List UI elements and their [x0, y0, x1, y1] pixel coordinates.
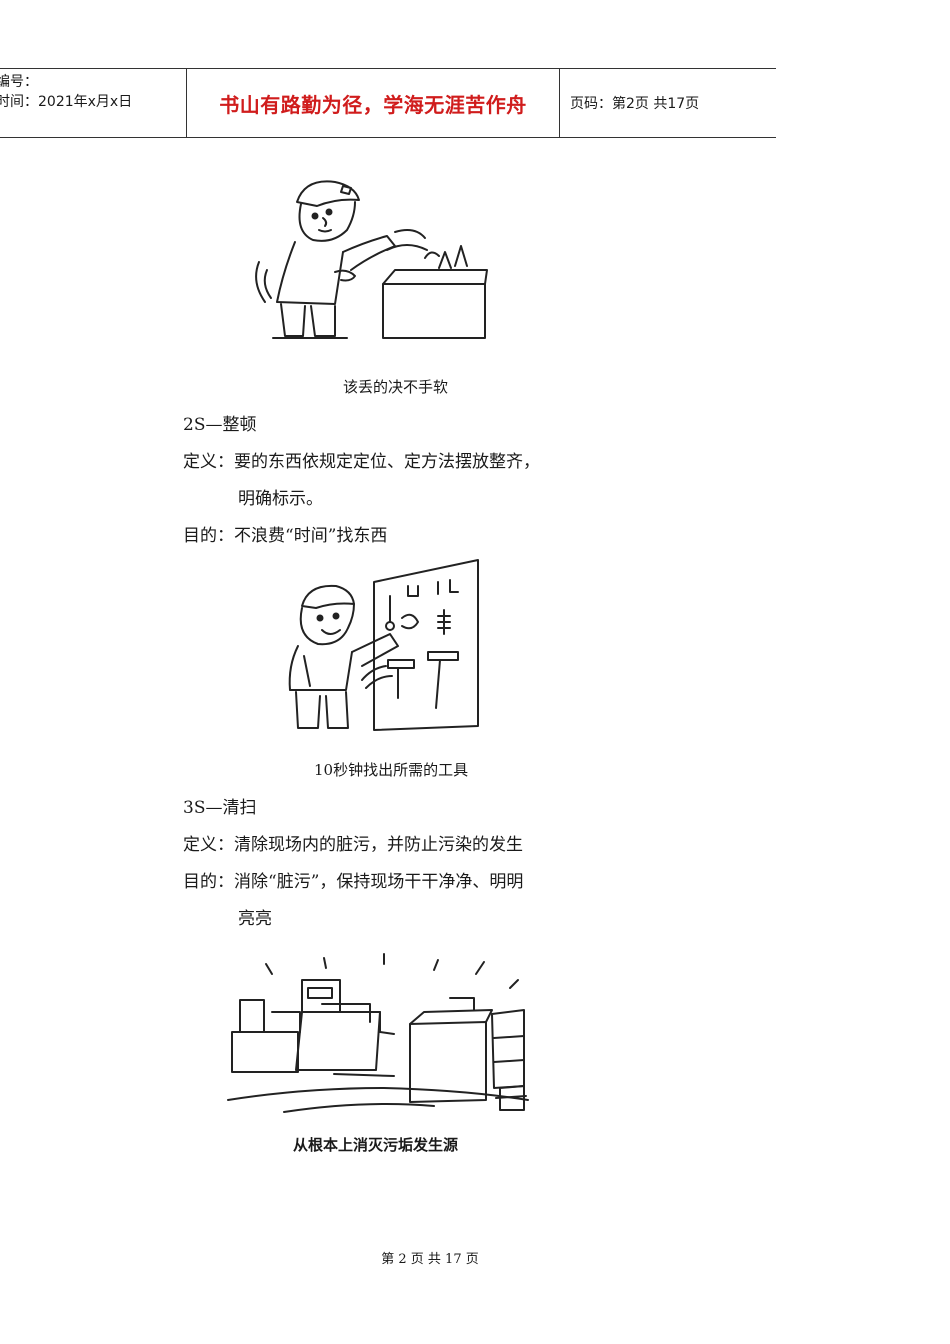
page-footer: 第 2 页 共 17 页	[381, 1252, 479, 1267]
section-2s-definition-line2: 明确标示。	[238, 489, 323, 509]
time-label: 时间：2021年x月x日	[0, 94, 133, 110]
figure2-caption: 10秒钟找出所需的工具	[314, 761, 469, 779]
section-3s-purpose-line2: 亮亮	[238, 909, 272, 929]
header-meta-cell: 编号： 时间：2021年x月x日	[0, 69, 187, 137]
page-info: 页码：第2页 共17页	[570, 96, 700, 112]
motto: 书山有路勤为径，学海无涯苦作舟	[187, 69, 560, 137]
number-label: 编号：	[0, 74, 38, 90]
section-2s-definition-line1: 定义：要的东西依规定定位、定方法摆放整齐，	[183, 452, 540, 472]
discard-illustration	[255, 180, 488, 339]
section-3s-title: 3S—清扫	[183, 798, 257, 818]
tool-board-illustration	[288, 559, 479, 731]
figure3-caption: 从根本上消灭污垢发生源	[293, 1136, 459, 1154]
section-2s-title: 2S—整顿	[183, 415, 257, 435]
figure1-caption: 该丢的决不手软	[343, 378, 449, 396]
document-header: 编号： 时间：2021年x月x日 书山有路勤为径，学海无涯苦作舟 页码：第2页 …	[0, 68, 776, 138]
section-2s-purpose: 目的：不浪费“时间”找东西	[183, 526, 388, 546]
section-3s-definition: 定义：清除现场内的脏污，并防止污染的发生	[183, 835, 523, 855]
section-3s-purpose-line1: 目的：消除“脏污”，保持现场干干净净、明明	[183, 872, 524, 892]
clean-factory-illustration	[227, 953, 529, 1113]
